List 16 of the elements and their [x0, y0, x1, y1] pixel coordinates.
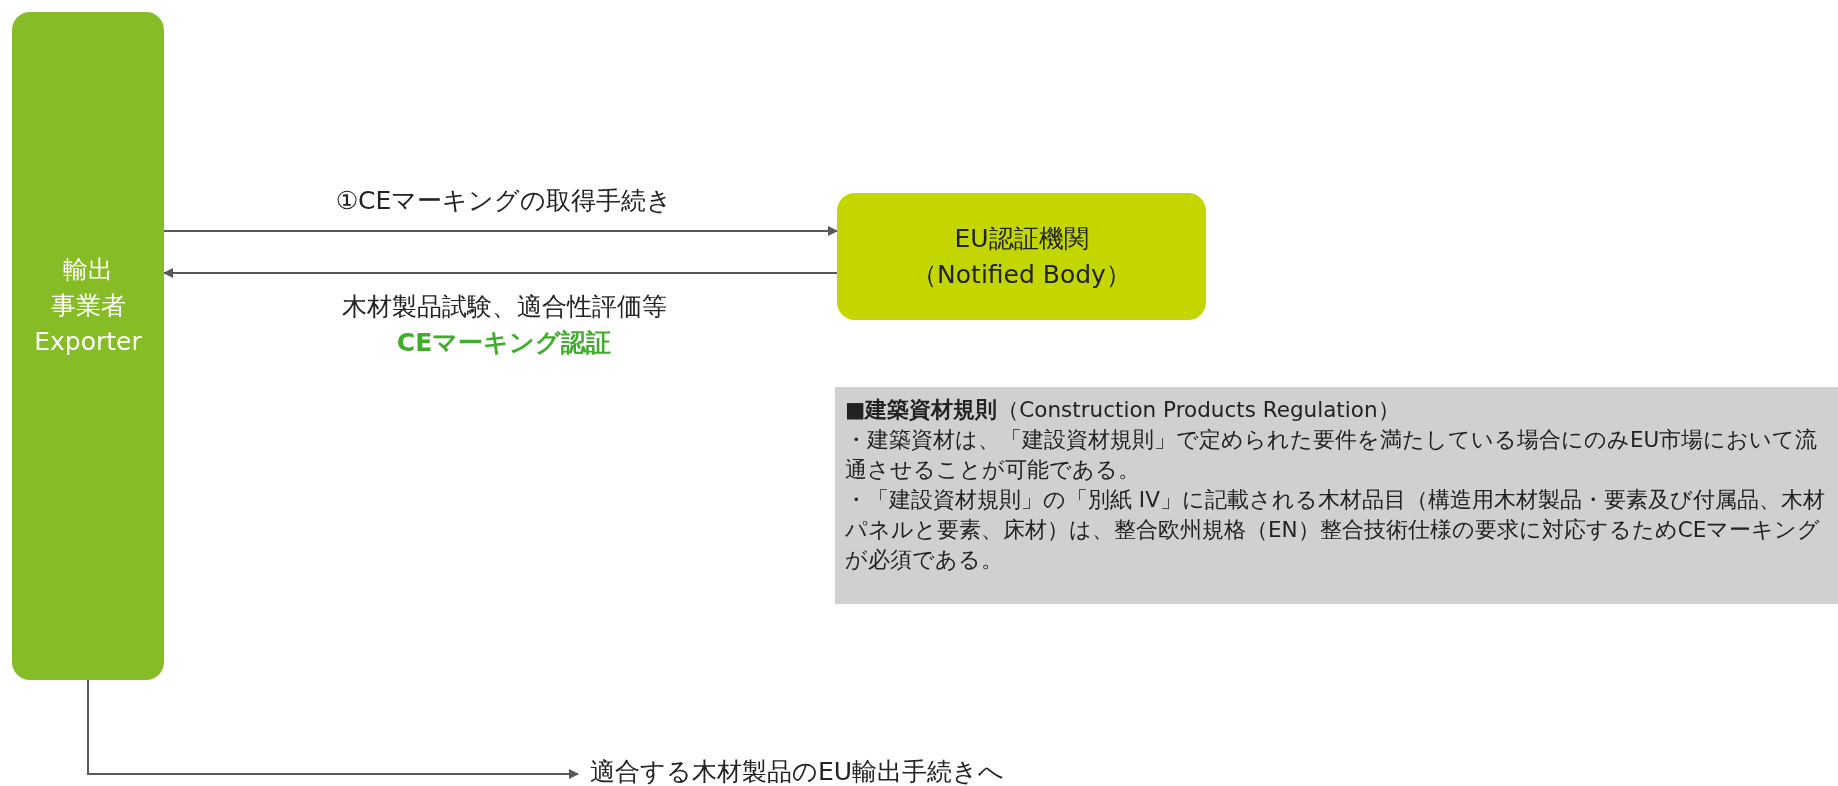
organization-label: （Notified Body） [912, 258, 1131, 291]
note-heading: ■建築資材規則（Construction Products Regulation） [845, 396, 1401, 424]
destination-label: 適合する木材製品のEU輸出手続きへ [590, 756, 1006, 786]
arrow [87, 679, 579, 779]
note-paragraph: ・「建設資材規則」の「別紙 IV」に記載される木材品目（構造用木材製品・要素及び付属品、木材パネルと要素、床材）は、整合欧州規格（EN）整合技術仕様の要求に対応するためCEマーキングが必須である。 [845, 486, 1826, 574]
arrow [163, 226, 838, 236]
note-paragraph: ・建築資材は、「建設資材規則」で定められた要件を満たしている場合にのみEU市場において流通させることが可能である。 [845, 426, 1819, 484]
arrow [163, 268, 838, 278]
organization-box [837, 193, 1206, 320]
organization-label: EU認証機関 [954, 222, 1089, 255]
note-box [835, 387, 1838, 604]
actor-label: 輸出 [63, 254, 113, 286]
actor-box [12, 12, 164, 680]
actor-label: 事業者 [50, 290, 126, 322]
actor-label: Exporter [34, 326, 142, 358]
certification-label: CEマーキング認証 [396, 327, 612, 359]
